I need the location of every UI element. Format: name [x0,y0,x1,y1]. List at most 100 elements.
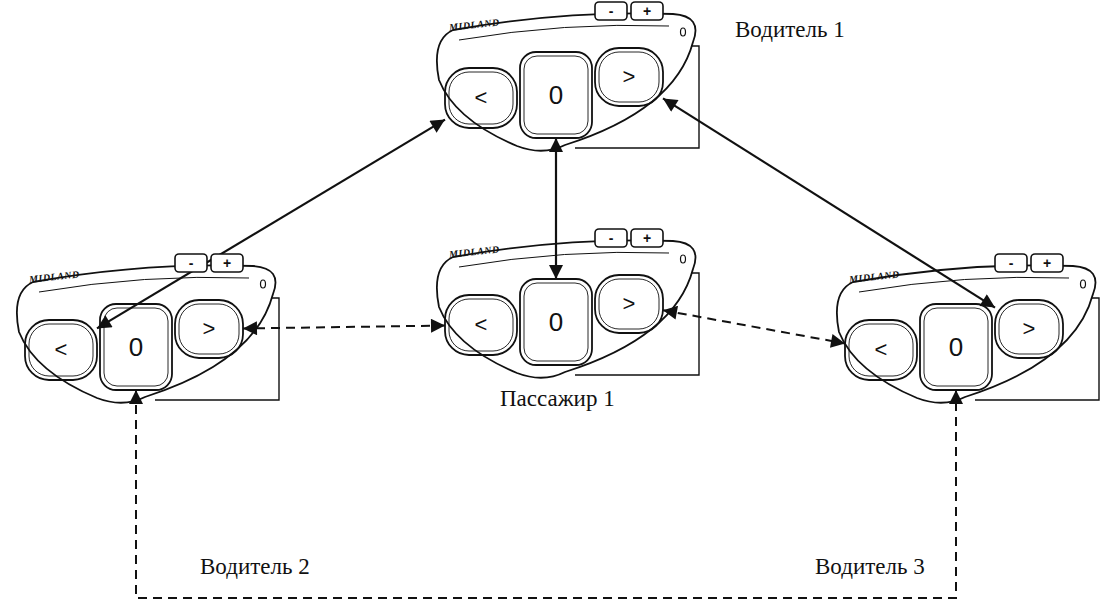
volume-button [1031,254,1063,272]
text-slot: + [1043,254,1051,272]
volume-button-label: + [223,256,231,270]
button-label: 0 [949,334,963,360]
button-outline [100,304,172,390]
text-slot: 0 [549,309,563,335]
button-label: > [203,318,216,340]
text-slot: < [475,314,488,336]
button-outline [445,68,517,128]
solid-link [555,138,557,279]
device-label: Пассажир 1 [500,387,615,410]
volume-button [175,254,207,272]
button-label: < [475,87,488,109]
button-outline [104,308,168,386]
text-slot: - [1009,254,1014,272]
solid-link [663,98,995,307]
button-outline [845,320,917,380]
volume-button [211,254,243,272]
intercom-device: MIDLAND-+<0>Водитель 3 [825,252,1105,407]
text-slot: > [623,293,636,315]
device-label: Водитель 3 [815,555,925,578]
volume-button [995,254,1027,272]
text-slot: MIDLAND [449,14,500,32]
button-label: < [875,339,888,361]
text-slot: 0 [549,82,563,108]
mount-clip [575,46,699,148]
button-outline [524,283,588,361]
button-outline [599,52,659,102]
status-led [1081,280,1086,288]
volume-button [631,229,663,247]
button-label: 0 [549,82,563,108]
volume-button-label: - [609,4,614,18]
text-slot: < [55,339,68,361]
brand-logo: MIDLAND [849,269,901,284]
button-outline [29,324,93,376]
volume-button [595,2,627,20]
status-led [261,280,266,288]
volume-button-label: + [1043,256,1051,270]
button-outline [449,299,513,351]
text-slot: > [623,66,636,88]
dashed-link [136,390,956,598]
text-slot: - [609,2,614,20]
volume-button-label: - [609,231,614,245]
volume-button-label: - [189,256,194,270]
button-outline [595,48,663,106]
dashed-link [243,326,445,329]
text-slot: MIDLAND [849,266,900,284]
button-outline [179,304,239,354]
device-body [437,240,696,377]
mount-clip [155,298,279,400]
button-label: > [623,66,636,88]
status-led [681,28,686,36]
volume-button [631,2,663,20]
brand-logo: MIDLAND [449,244,501,259]
mount-clip [575,273,699,375]
text-slot: > [1023,318,1036,340]
button-outline [524,56,588,134]
device-body [437,13,696,150]
text-slot: - [189,254,194,272]
text-slot: - [609,229,614,247]
button-label: 0 [549,309,563,335]
button-outline [595,275,663,333]
button-outline [599,279,659,329]
intercom-device: MIDLAND-+<0>Водитель 2 [5,252,285,407]
mount-clip [975,298,1099,400]
volume-button-label: + [643,231,651,245]
button-outline [995,300,1063,358]
button-outline [849,324,913,376]
dashed-link [663,310,845,343]
button-outline [920,304,992,390]
connector-group [97,98,995,598]
button-label: 0 [129,334,143,360]
intercom-device: MIDLAND-+<0>Пассажир 1 [425,227,705,382]
device-body [17,265,276,402]
brand-logo: MIDLAND [449,17,501,32]
text-slot: Водитель 3 [815,555,925,578]
button-outline [520,52,592,138]
text-slot: MIDLAND [449,241,500,259]
button-outline [924,308,988,386]
text-slot: + [643,229,651,247]
text-slot: < [475,87,488,109]
text-slot: Пассажир 1 [500,387,615,410]
button-outline [175,300,243,358]
intercom-device: MIDLAND-+<0>Водитель 1 [425,0,705,155]
brand-logo: MIDLAND [29,269,81,284]
device-body [837,265,1096,402]
button-label: < [55,339,68,361]
text-slot: 0 [129,334,143,360]
text-slot: MIDLAND [29,266,80,284]
button-label: > [623,293,636,315]
text-slot: > [203,318,216,340]
text-slot: + [643,2,651,20]
button-label: < [475,314,488,336]
solid-link [97,120,445,329]
button-outline [999,304,1059,354]
device-label: Водитель 1 [735,18,845,41]
button-outline [449,72,513,124]
text-slot: Водитель 1 [735,18,845,41]
text-slot: + [223,254,231,272]
